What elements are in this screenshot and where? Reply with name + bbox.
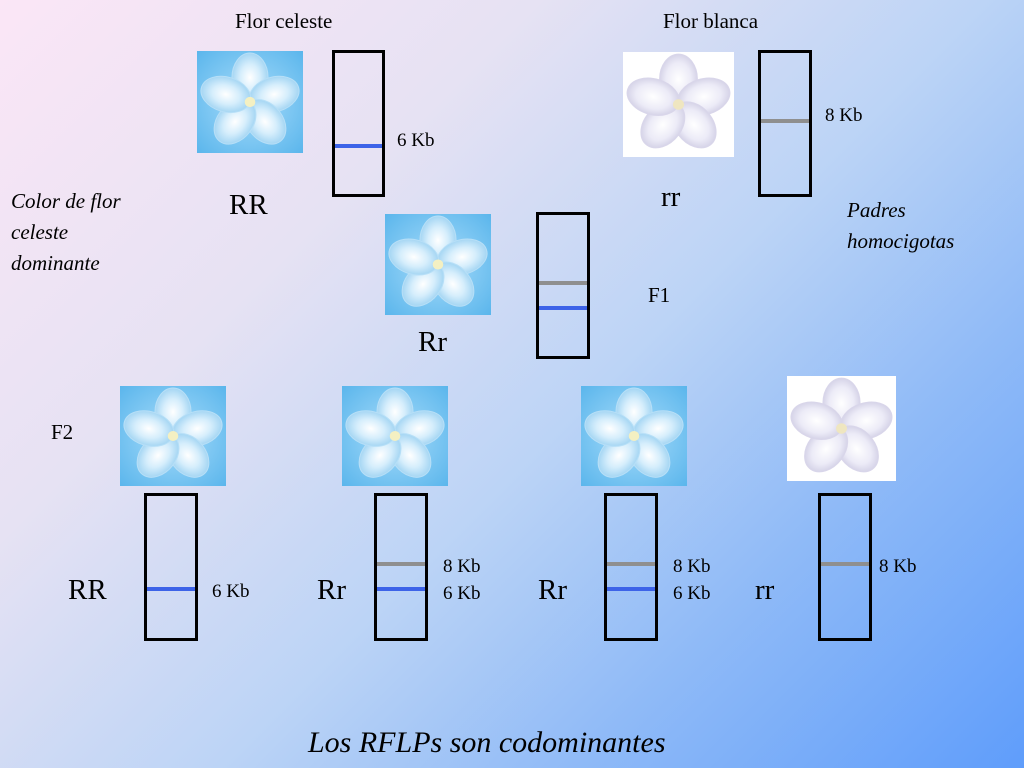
flower-white-icon	[623, 52, 734, 157]
band-label-6kb: 6 Kb	[397, 130, 435, 151]
gel-lane-f2-2	[374, 493, 428, 641]
genotype-parent-white: rr	[661, 181, 681, 213]
genotype-f2-1: RR	[68, 574, 107, 606]
flower-blue-icon	[342, 386, 448, 486]
f1-label: F1	[648, 283, 671, 307]
band-label-8kb: 8 Kb	[673, 556, 711, 577]
gel-lane-f1	[536, 212, 590, 359]
gel-lane-f2-3	[604, 493, 658, 641]
slide-title: Los RFLPs son codominantes	[308, 726, 666, 759]
band-6kb	[147, 587, 195, 591]
flower-blue-icon	[385, 214, 491, 315]
band-6kb	[335, 144, 382, 148]
flower-white-icon	[787, 376, 896, 481]
note-homozygous-parents: Padres homocigotas	[847, 198, 955, 253]
note-dominance: Color de flor celeste dominante	[11, 189, 121, 275]
f2-label: F2	[51, 420, 74, 444]
band-label-6kb: 6 Kb	[212, 581, 250, 602]
flower-blue-icon	[581, 386, 687, 486]
band-label-6kb: 6 Kb	[443, 583, 481, 604]
gel-lane-parent-white	[758, 50, 812, 197]
genotype-f2-3: Rr	[538, 574, 567, 606]
band-8kb	[821, 562, 869, 566]
flower-blue-icon	[120, 386, 226, 486]
band-label-8kb: 8 Kb	[443, 556, 481, 577]
band-6kb	[539, 306, 587, 310]
header-flor-celeste: Flor celeste	[235, 9, 333, 33]
band-6kb	[607, 587, 655, 591]
genotype-parent-blue: RR	[229, 189, 268, 221]
band-label-8kb: 8 Kb	[825, 105, 863, 126]
band-8kb	[761, 119, 809, 123]
genotype-f2-4: rr	[755, 574, 775, 606]
genotype-f1: Rr	[418, 326, 447, 358]
genotype-f2-2: Rr	[317, 574, 346, 606]
band-8kb	[539, 281, 587, 285]
band-8kb	[607, 562, 655, 566]
flower-blue-icon	[197, 51, 303, 153]
gel-lane-parent-blue	[332, 50, 385, 197]
band-label-6kb: 6 Kb	[673, 583, 711, 604]
band-6kb	[377, 587, 425, 591]
gel-lane-f2-4	[818, 493, 872, 641]
gel-lane-f2-1	[144, 493, 198, 641]
header-flor-blanca: Flor blanca	[663, 9, 759, 33]
band-8kb	[377, 562, 425, 566]
band-label-8kb: 8 Kb	[879, 556, 917, 577]
